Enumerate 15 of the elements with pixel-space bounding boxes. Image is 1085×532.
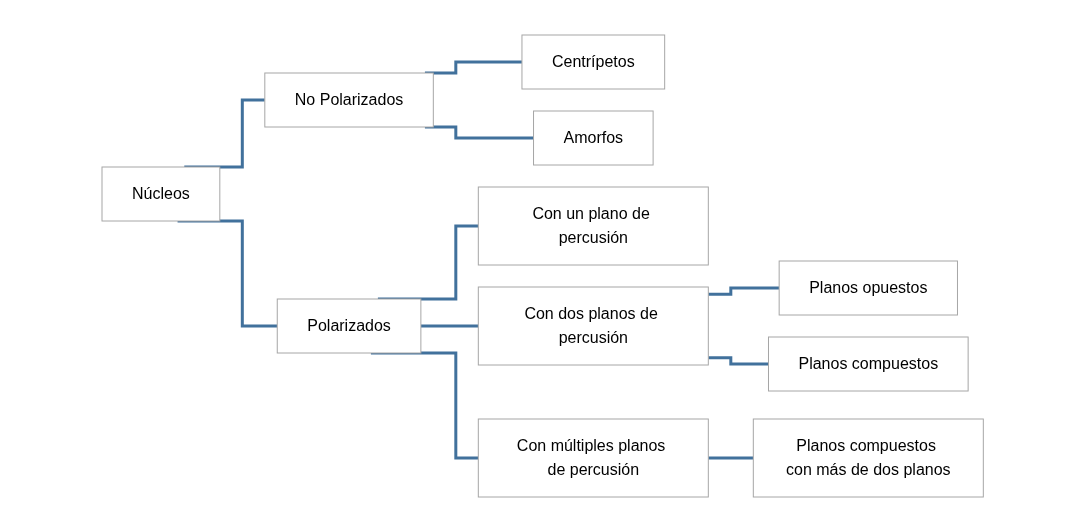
node-box: Núcleos <box>101 166 221 222</box>
node-box: Planos opuestos <box>778 260 958 316</box>
node-box: Con dos planos de percusión <box>477 286 709 366</box>
connector <box>420 324 480 328</box>
node-box: No Polarizados <box>264 72 434 128</box>
node-box: Amorfos <box>532 110 654 166</box>
connector <box>708 456 755 460</box>
node-box: Planos compuestos <box>767 336 969 392</box>
node-box: Con un plano de percusión <box>477 186 709 266</box>
connector <box>708 356 770 366</box>
node-box: Con múltiples planos de percusión <box>477 418 709 498</box>
node-box: Planos compuestos con más de dos planos <box>752 418 984 498</box>
connector <box>708 286 781 296</box>
node-box: Centrípetos <box>521 34 665 90</box>
node-box: Polarizados <box>276 298 422 354</box>
